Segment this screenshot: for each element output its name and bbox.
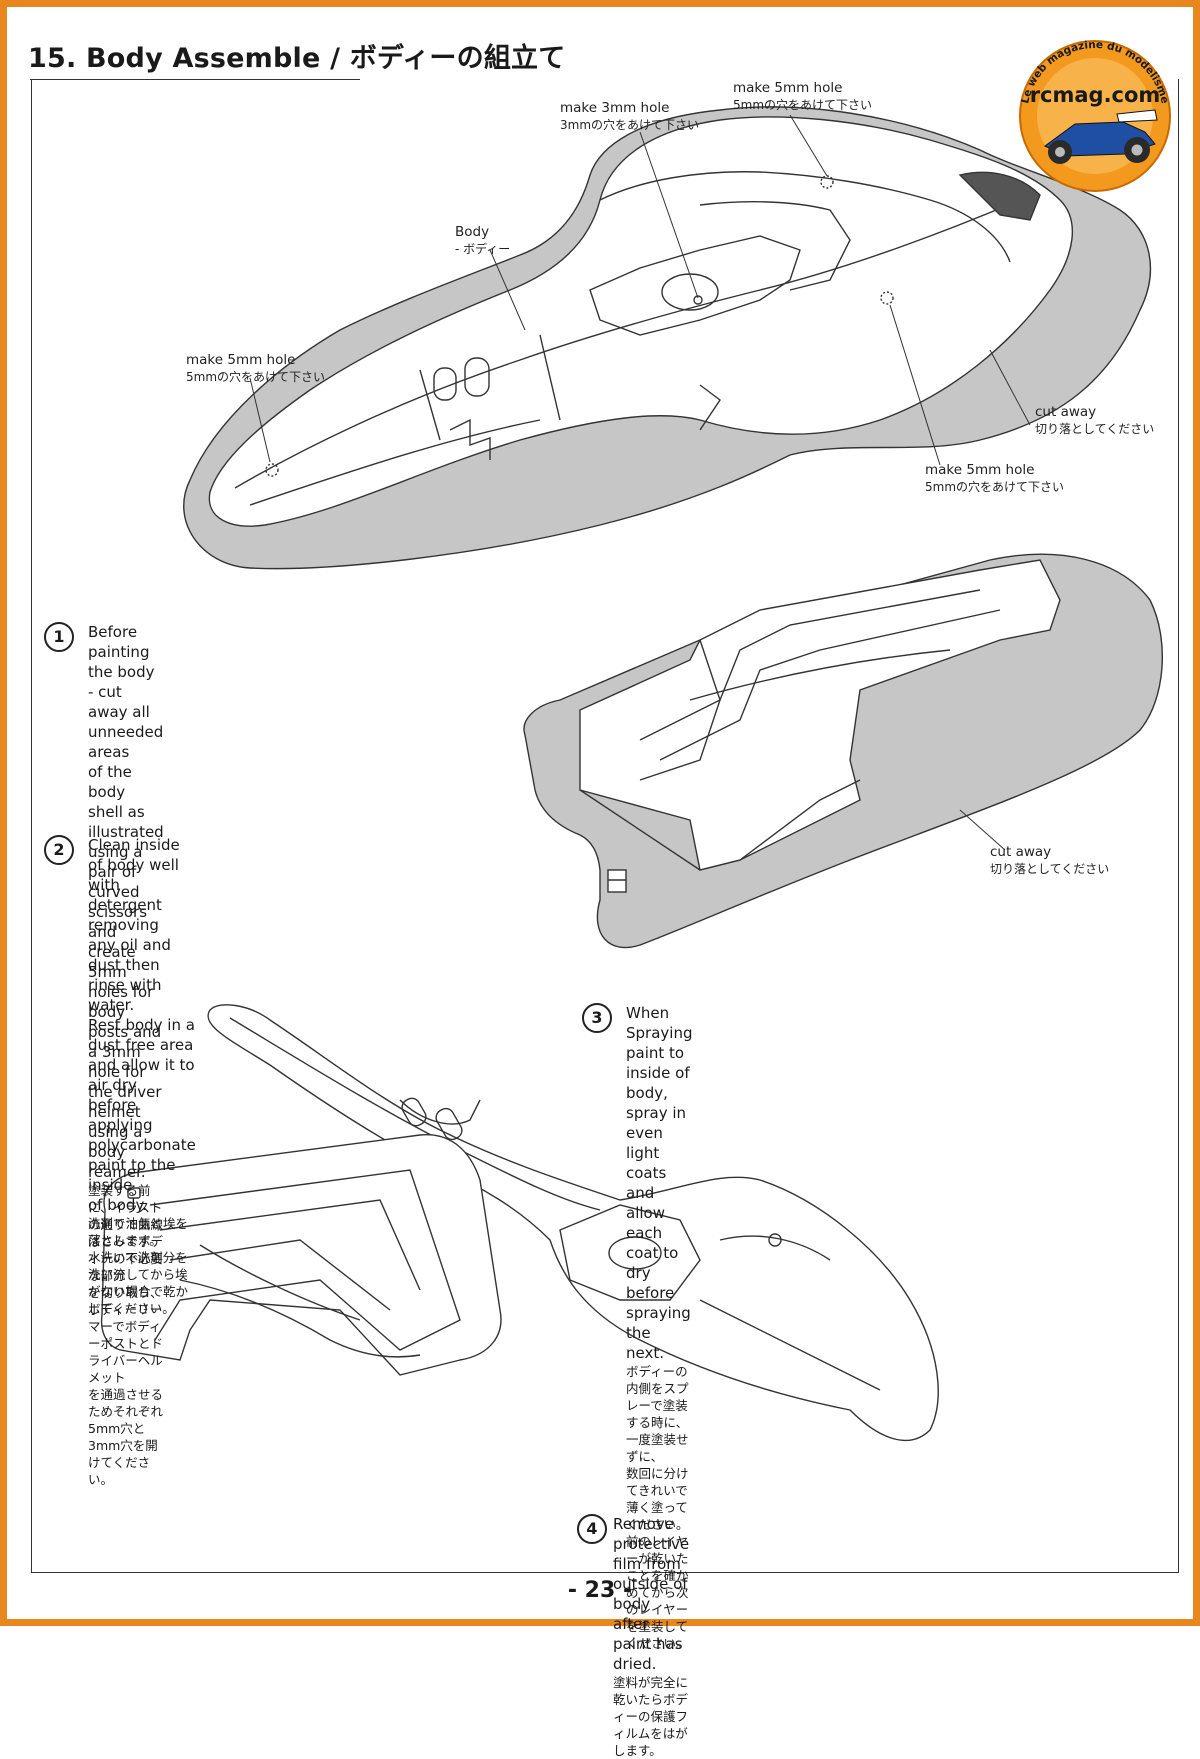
middle-body-shell-drawing [523,553,1164,949]
rcmag-logo: rcmag.com Le web magazine du modelisme [1019,39,1171,192]
label-5mm-hole-right-en: make 5mm hole [925,462,1035,478]
label-cut-away-middle: cut away 切り落としてください [990,844,1109,878]
step-1-en-line: of the body shell as illustrated using a… [88,763,164,901]
step-1-jp-line: を通過させるためそれぞれ5mm穴と3mm穴を開けてください。 [88,1387,164,1487]
middle-leader-lines [959,809,1006,851]
label-3mm-hole-en: make 3mm hole [560,100,670,116]
top-body-shell-drawing [183,106,1152,570]
label-3mm-hole: make 3mm hole 3mmの穴をあけて下さい [560,100,699,134]
label-cut-away-top-jp: 切り落としてください [1035,422,1155,436]
label-3mm-hole-jp: 3mmの穴をあけて下さい [560,118,700,132]
step-3-en-line: and allow each coat to dry before sprayi… [626,1184,691,1362]
step-2-jp-line: 水洗いで洗剤分を洗い流してから埃がない場合で乾かしてください。 [88,1250,189,1316]
step-2-jp-line: 洗剤で油気と埃を落とします。 [88,1216,189,1248]
label-cut-away-middle-en: cut away [990,844,1052,860]
step-4-jp-line: 塗料が完全に乾いたらボディーの保護フィルムをはがします。 [613,1675,689,1758]
label-5mm-hole-left-jp: 5mmの穴をあけて下さい [186,370,326,384]
label-5mm-hole-left: make 5mm hole 5mmの穴をあけて下さい [186,352,325,386]
step-1-en-line: hole for the driver helmet using a body … [88,1063,162,1181]
label-5mm-hole-left-en: make 5mm hole [186,352,296,368]
protective-film-tray [100,1134,502,1376]
step-2-en-line: before applying polycarbonate paint to t… [88,1096,196,1194]
label-5mm-hole-top-en: make 5mm hole [733,80,843,96]
page-frame [30,79,1179,1573]
step-3-en-line: When Spraying paint to inside of body, s… [626,1004,693,1182]
step-2-text: Clean inside of body well with detergent… [88,835,196,1317]
top-leader-lines [249,114,1031,466]
step-2-number: 2 [44,835,74,865]
label-5mm-hole-right-jp: 5mmの穴をあけて下さい [925,480,1065,494]
step-1-en-line: scissors and create 5mm holes for body p… [88,903,162,1061]
step-3-jp-line: 数回に分けてきれいで薄く塗ってください。 [626,1466,689,1532]
step-1-en-line: Before painting the body - cut away all … [88,623,164,761]
label-body: Body - ボディー [455,224,510,258]
logo-brand: rcmag.com [1030,83,1161,107]
label-cut-away-top: cut away 切り落としてください [1035,404,1154,438]
step-1-jp-line: 塗装する前に、イラストの通りで曲線ばさみでボディーの不必要な部分 [88,1183,164,1283]
step-4-text: Remove protective film from outside of b… [613,1514,689,1759]
label-body-en: Body [455,224,490,240]
bottom-body-drawing [100,1004,939,1442]
step-2-en-line: any oil and dust then rinse with water. [88,936,171,1014]
step-2-en-line: Rest body in a dust free area and allow … [88,1016,195,1094]
step-3-number: 3 [582,1003,612,1033]
step-4-number: 4 [577,1514,607,1544]
label-body-jp: - ボディー [455,242,511,256]
label-cut-away-top-en: cut away [1035,404,1097,420]
step-1-number: 1 [44,622,74,652]
step-2-en-line: Clean inside of body well with detergent… [88,836,180,934]
section-title: 15. Body Assemble / ボディーの組立て [28,43,566,74]
label-5mm-hole-right: make 5mm hole 5mmの穴をあけて下さい [925,462,1064,496]
step-1-jp-line: を切り取り、ボディーリーマーでボディーポストとドライバーヘルメット [88,1285,164,1385]
label-5mm-hole-top: make 5mm hole 5mmの穴をあけて下さい [733,80,872,114]
middle-body-blank [579,559,1061,871]
page-number: - 23 - [567,1578,633,1603]
step-2-en-line: of body. [88,1196,147,1214]
buggy-icon [1044,109,1158,164]
step-3-jp-line: ボディーの内側をスプレーで塗装する時に、一度塗装せずに、 [626,1364,689,1464]
step-1-text: Before painting the body - cut away all … [88,622,164,1488]
body-assembly-illustrations [100,106,1164,1442]
label-5mm-hole-top-jp: 5mmの穴をあけて下さい [733,98,873,112]
label-cut-away-middle-jp: 切り落としてください [990,862,1110,876]
